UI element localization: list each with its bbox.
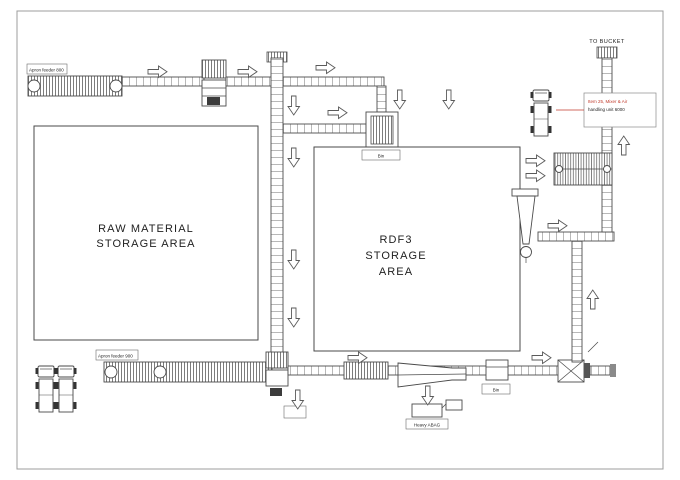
truck-icon [35,365,57,413]
air-classifier [397,362,467,388]
drive-unit [207,97,220,105]
rdf3-label-line3: AREA [379,266,413,278]
screw-conveyor [553,152,613,186]
heavy-abag-station: Heavy ABAG [405,387,463,430]
head-chute [596,46,618,59]
feeder-bottom-label: Apron feeder 900 [98,354,133,359]
conveyor-run [589,365,611,376]
truck-icon [55,365,77,413]
bearing-icon [555,165,563,173]
chute-cap [511,188,539,197]
roller-icon [27,79,41,93]
feeder-on-line [343,361,389,380]
end-cap [610,364,616,377]
rdf3-storage-area: RDF3 STORAGE AREA [313,146,521,352]
discharge-box [283,405,307,419]
conveyor-run [601,57,613,233]
bin-top-label: Bin [378,154,385,159]
heavy-abag-label: Heavy ABAG [414,423,441,428]
bin-bottom-label: Bin [493,388,500,393]
rotary-valve-icon [520,246,532,258]
tower-body [265,369,289,387]
feeder-belt [27,75,123,97]
bin-top-label-box [361,149,401,161]
to-bucket-conveyor: TO BUCKET [589,39,625,233]
feeder-top-label-box [26,63,68,75]
truck-icon [530,89,552,137]
bin-station-bottom: Bin [481,359,511,395]
rdf3-label-line1: RDF3 [379,234,412,246]
chute-body [516,195,536,245]
storage-area-outline [33,125,259,341]
annotation-line2: handling unit 6000 [588,107,625,112]
roller-icon [153,365,167,379]
top-junction-tower [201,59,227,107]
rdf3-label-line2: STORAGE [365,250,426,262]
abag-box [411,403,443,418]
bottom-right-junction [557,341,616,383]
detail-line [397,373,467,376]
bottom-junction-tower [265,351,307,419]
conveyor-run [225,76,385,87]
right-transfer-conveyor [537,231,615,242]
annotation-line1: Item 25, Mixer & Air [588,99,628,104]
conveyor-run [270,57,284,369]
roller-icon [109,79,123,93]
conveyor-run [121,76,205,87]
feeder-belt [103,361,273,383]
raw-material-label-line1: RAW MATERIAL [98,223,194,235]
drive-unit [584,363,590,378]
bin-bottom-label-box [481,383,511,395]
drive-unit [270,388,282,396]
right-lower-vertical-conveyor [571,240,583,363]
bin-elevator-top [365,111,399,149]
tower-hopper [265,351,289,369]
conveyor-run [282,123,367,134]
windsifter-chute [511,188,539,263]
bin-body [485,359,509,381]
bin-label-top: Bin [361,149,401,161]
top-left-feeder-conveyor: Apron feeder 800 [26,63,205,97]
feeder-bottom-label-box [95,349,139,361]
heavy-abag-label-box [405,418,449,430]
annotation-note: Item 25, Mixer & Air handling unit 6000 [556,92,657,128]
bearing-icon [603,165,611,173]
connector-line [441,403,447,409]
elevator-core [370,115,394,145]
bottom-conveyor [287,361,561,388]
feeder-top-label: Apron feeder 800 [29,68,64,73]
raw-material-label-line2: STORAGE AREA [96,238,195,250]
conveyor-drop [376,85,387,113]
to-bucket-label: TO BUCKET [589,39,625,45]
storage-area-outline [313,146,521,352]
raw-material-storage-area: RAW MATERIAL STORAGE AREA [33,125,259,341]
roller-icon [104,365,118,379]
abag-box-small [445,399,463,411]
tower-hopper [201,59,227,79]
detail-line [587,341,599,353]
detail-line [557,359,585,383]
